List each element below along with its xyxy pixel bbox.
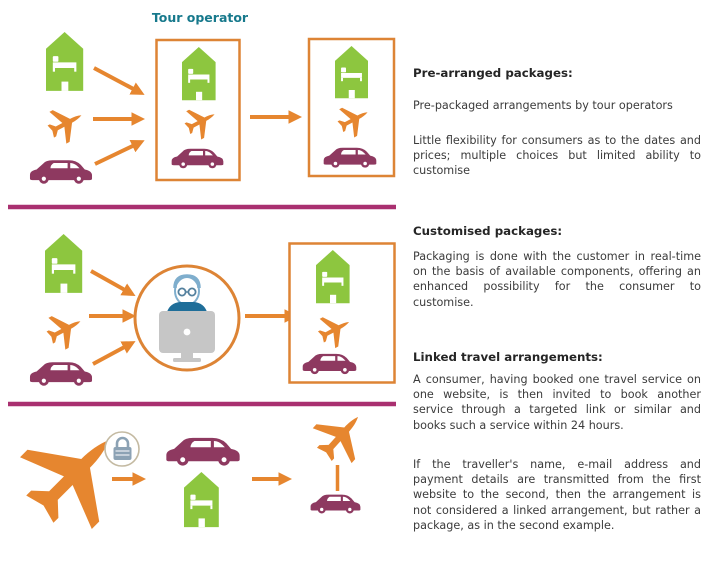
hotel-icon [46, 32, 84, 91]
car-icon [310, 494, 361, 514]
tour-operator-label: Tour operator [151, 10, 249, 25]
packages-diagram [3, 32, 396, 546]
hotel-icon [45, 234, 83, 293]
person-laptop-icon [159, 274, 215, 362]
row-linked-arrangements [3, 399, 378, 546]
car-icon [29, 362, 93, 386]
arrow-icon [92, 341, 136, 366]
section-heading-pre-arranged: Pre-arranged packages: [413, 66, 573, 80]
plane-icon [304, 399, 378, 472]
row-customised [29, 234, 396, 386]
row-pre-arranged [29, 32, 396, 184]
car-icon [29, 160, 93, 184]
section-heading-linked: Linked travel arrangements: [413, 350, 603, 364]
section-paragraph: Packaging is done with the customer in r… [413, 250, 701, 309]
plane-icon [41, 305, 89, 354]
arrow-icon [93, 66, 145, 95]
section-paragraph: If the traveller's name, e-mail address … [413, 458, 701, 532]
plane-icon [42, 99, 90, 148]
arrow-icon [94, 139, 145, 166]
section-paragraph: Little flexibility for consumers as to t… [413, 134, 701, 178]
arrow-icon [90, 269, 136, 296]
section-paragraph: Pre-packaged arrangements by tour operat… [413, 99, 673, 112]
plane-icon [3, 403, 146, 546]
car-icon [166, 437, 240, 466]
section-paragraph: A consumer, having booked one travel ser… [413, 373, 701, 432]
padlock-icon [113, 436, 132, 460]
hotel-icon [184, 472, 219, 528]
section-heading-customised: Customised packages: [413, 224, 563, 238]
